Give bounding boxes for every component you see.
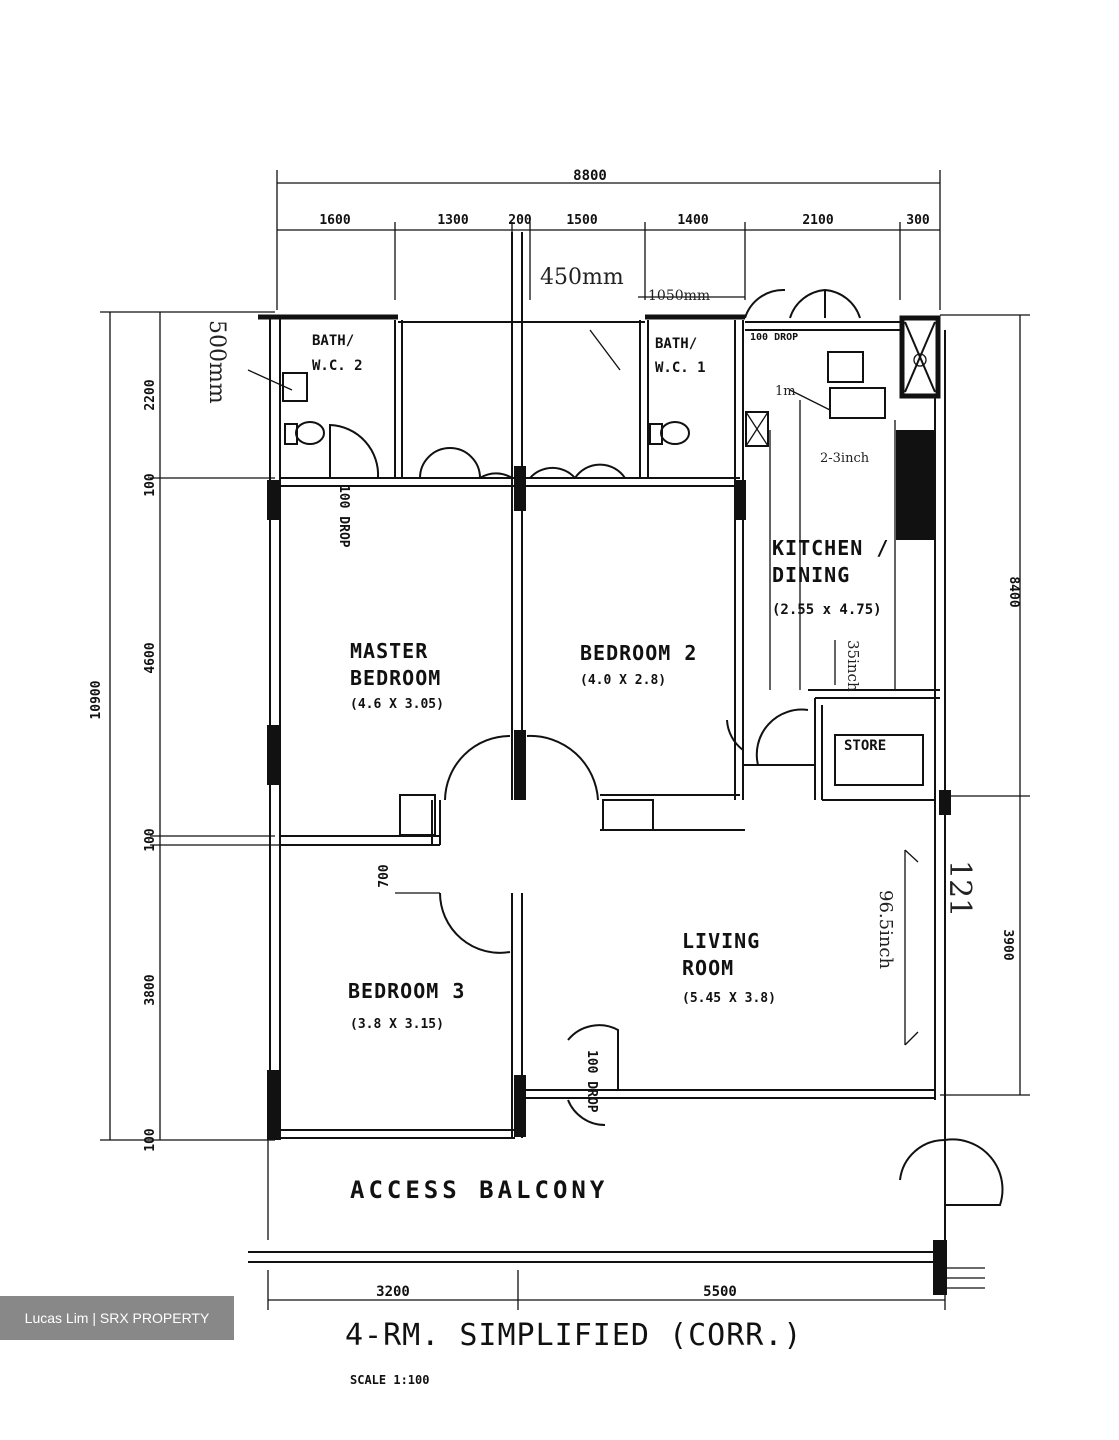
- living-size: (5.45 X 3.8): [682, 991, 776, 1006]
- bedroom3-size: (3.8 X 3.15): [350, 1017, 444, 1032]
- dim-top-4: 1500: [566, 213, 597, 228]
- dim-top-total: 8800: [573, 168, 607, 184]
- hand-note-1050mm: 1050mm: [648, 288, 710, 304]
- drop-annotation-entry: 100 DROP: [584, 1050, 599, 1113]
- dim-top-1: 1600: [319, 213, 350, 228]
- dim-bottom-1: 3200: [376, 1284, 410, 1300]
- bath1-label-line1: BATH/: [655, 336, 697, 352]
- plan-title: 4-RM. SIMPLIFIED (CORR.): [345, 1318, 803, 1353]
- dim-left-2: 100: [143, 473, 158, 497]
- hand-note-500mm: 500mm: [204, 320, 229, 404]
- handwritten-marks: [247, 296, 919, 1046]
- dim-top-5: 1400: [677, 213, 708, 228]
- dim-left-6: 3800: [143, 974, 158, 1005]
- master-size: (4.6 X 3.05): [350, 697, 444, 712]
- watermark: Lucas Lim | SRX PROPERTY: [0, 1296, 234, 1340]
- hand-note-450mm: 450mm: [540, 265, 624, 290]
- kitchen-label-line1: KITCHEN /: [772, 536, 889, 560]
- master-label-line2: BEDROOM: [350, 666, 441, 690]
- drop-annotation-bath2: 100 DROP: [336, 485, 351, 548]
- dim-right-1: 8400: [1006, 576, 1021, 607]
- dim-top-6: 2100: [802, 213, 833, 228]
- dim-top-2: 1300: [437, 213, 468, 228]
- living-label-line2: ROOM: [682, 956, 734, 980]
- plan-scale: SCALE 1:100: [350, 1373, 430, 1387]
- drop-annotation-bath1: 100 DROP: [750, 332, 798, 343]
- dim-left-total: 10900: [89, 680, 104, 719]
- hand-note-1m: 1m: [775, 384, 796, 399]
- store-label: STORE: [844, 738, 886, 754]
- refuse-chute: [899, 315, 941, 399]
- bedroom3-label: BEDROOM 3: [348, 979, 465, 1003]
- hand-note-121: 121: [942, 860, 977, 917]
- dim-left-5: 700: [377, 864, 392, 888]
- fixtures: [282, 351, 931, 836]
- master-label-line1: MASTER: [350, 639, 428, 663]
- bedroom2-size: (4.0 X 2.8): [580, 673, 666, 688]
- hand-note-kitchen: 2-3inch: [820, 451, 870, 466]
- kitchen-size: (2.55 x 4.75): [772, 602, 882, 618]
- doors: [329, 288, 1004, 1206]
- bath2-label-line2: W.C. 2: [312, 358, 363, 374]
- dim-left-1: 2200: [143, 379, 158, 410]
- dim-right-2: 3900: [1000, 929, 1015, 960]
- bedroom2-label: BEDROOM 2: [580, 641, 697, 665]
- bath1-label-line2: W.C. 1: [655, 360, 706, 376]
- hand-note-living: 96.5inch: [875, 890, 896, 970]
- walls: [258, 232, 946, 1240]
- living-label-line1: LIVING: [682, 929, 760, 953]
- bath2-label-line1: BATH/: [312, 333, 354, 349]
- kitchen-label-line2: DINING: [772, 563, 850, 587]
- dim-bottom-2: 5500: [703, 1284, 737, 1300]
- dim-left-3: 4600: [143, 642, 158, 673]
- dim-left-7: 100: [143, 1128, 158, 1152]
- balcony-label: ACCESS BALCONY: [350, 1176, 608, 1204]
- dim-top-3: 200: [508, 213, 532, 228]
- structural-columns: [267, 430, 951, 1295]
- hand-note-35inch: 35inch: [844, 640, 862, 692]
- dim-left-4: 100: [143, 828, 158, 852]
- bottom-dimension-lines: [248, 1251, 985, 1310]
- dim-top-7: 300: [906, 213, 930, 228]
- right-dimension-lines: [940, 314, 1030, 1096]
